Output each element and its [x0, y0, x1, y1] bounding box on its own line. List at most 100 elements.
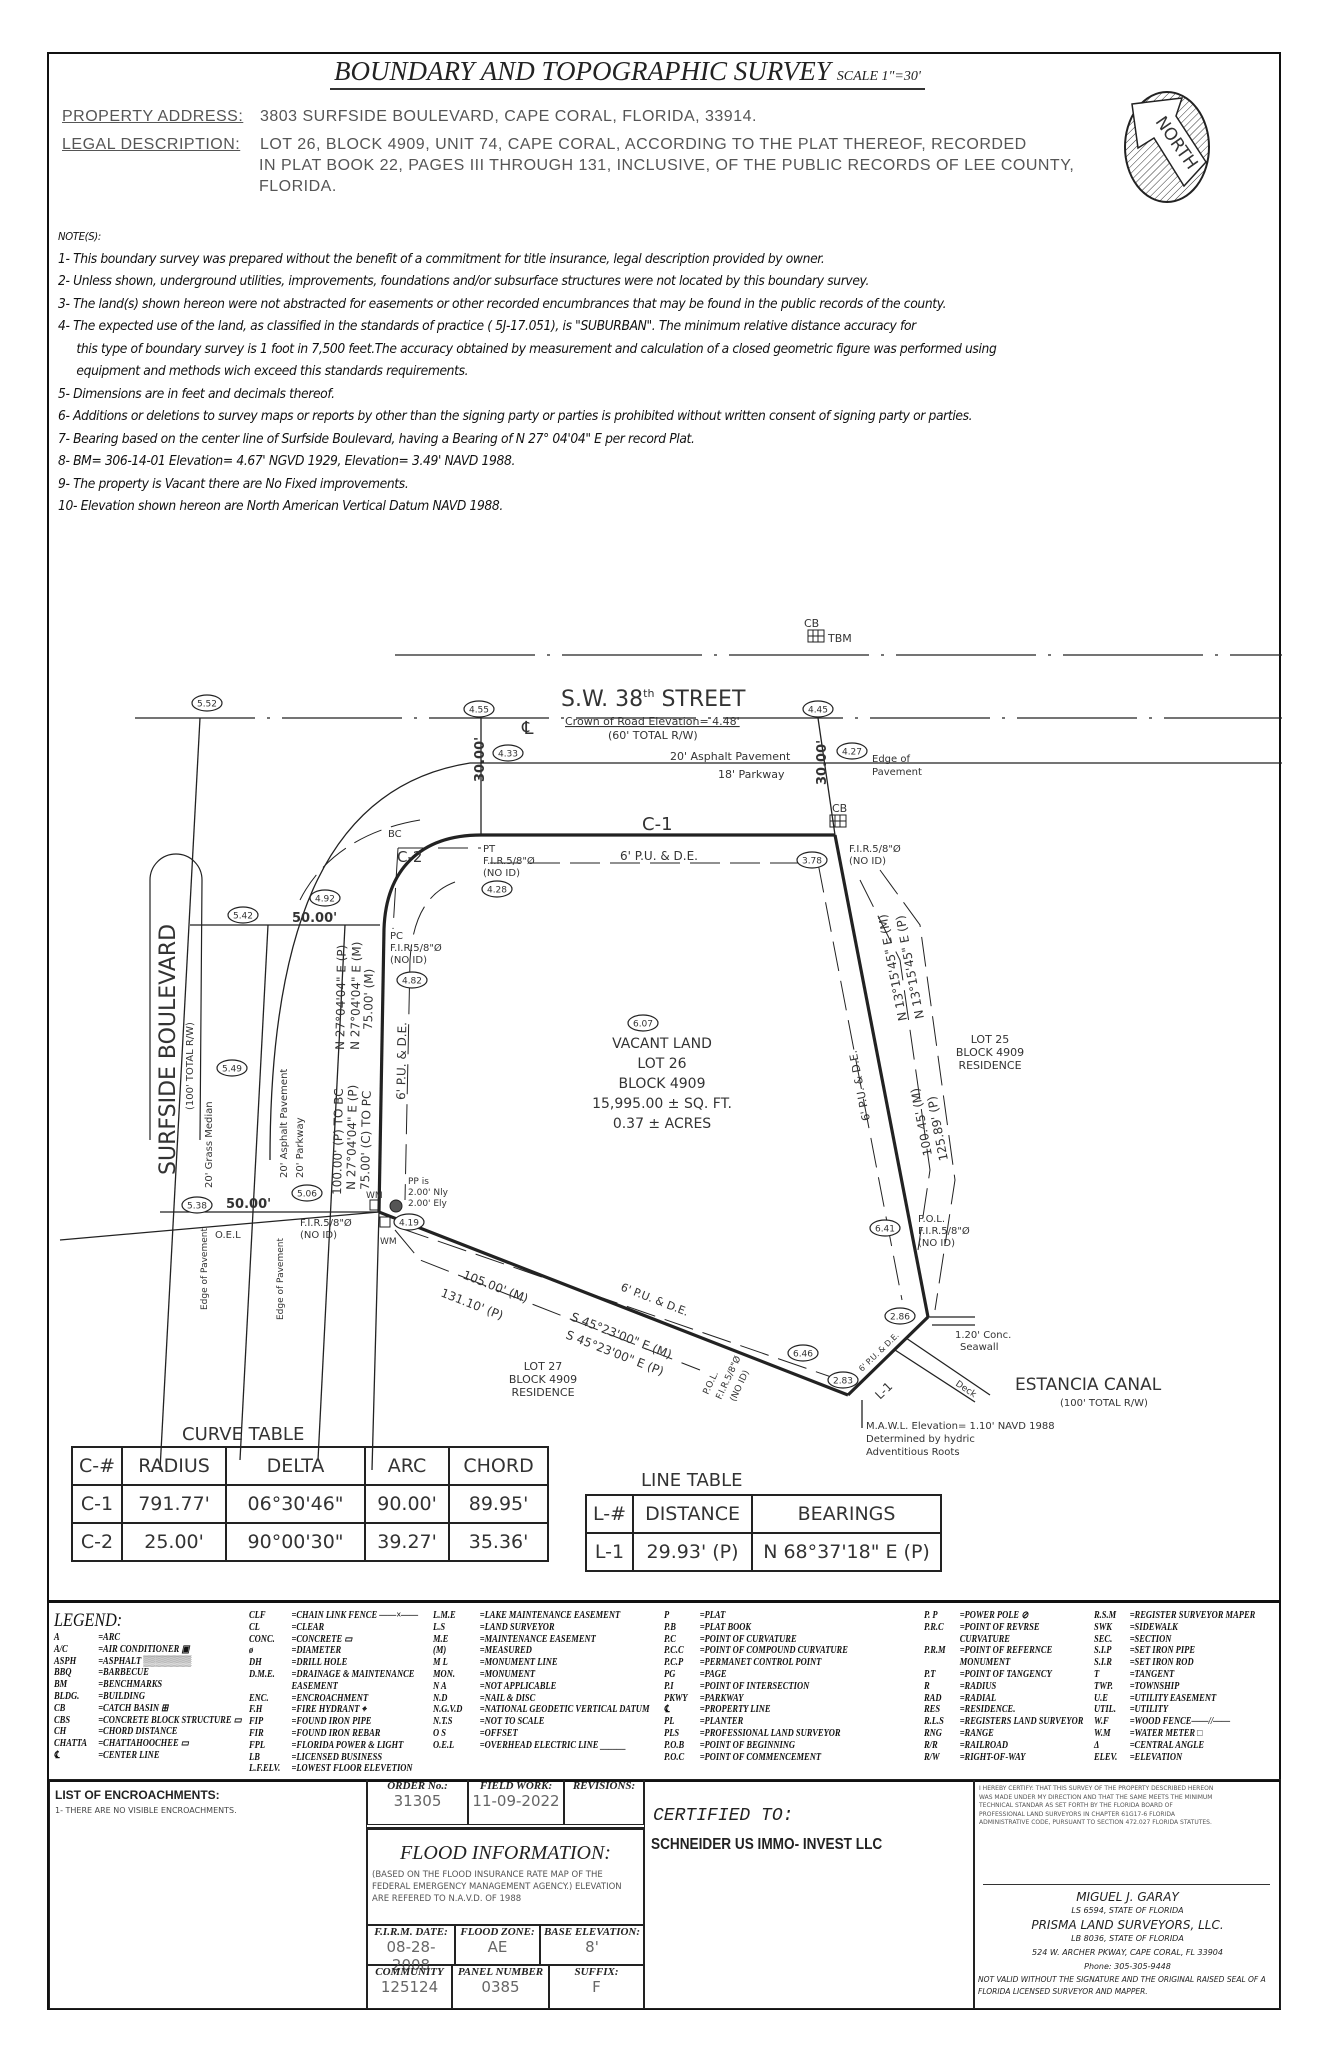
legend-item: U.E=UTILITY EASEMENT [1094, 1693, 1274, 1705]
legend-item: SWK=SIDEWALK [1094, 1622, 1274, 1634]
fir-label: F.I.R.5/8"Ø [483, 855, 535, 867]
water-meter-icon [369, 1199, 381, 1211]
legend-definition: =PLAT BOOK [699, 1621, 752, 1633]
legend-definition: =TOWNSHIP [1129, 1680, 1180, 1692]
legend-item: CONC.=CONCRETE ▭ [249, 1634, 429, 1646]
legend-abbreviation: RNG [924, 1727, 942, 1739]
legend-abbreviation: O.E.L [433, 1739, 455, 1751]
legend-abbreviation: P. P [924, 1610, 938, 1621]
legend-item: P.O.B=POINT OF BEGINNING [664, 1740, 919, 1752]
easement-label: 6' P.U. & D.E. [394, 1022, 409, 1100]
lot25-label: RESIDENCE [958, 1059, 1021, 1072]
seawall-label: 1.20' Conc. [955, 1330, 1011, 1341]
table-cell: C-1 [70, 1484, 124, 1524]
legend-definition: =POWER POLE ⊘ [959, 1610, 1029, 1621]
canal-label: ESTANCIA CANAL [1015, 1375, 1162, 1395]
west-bearing-plat: N 27°04'04" E (P) [333, 945, 349, 1050]
legend-definition: =NOT APPLICABLE [479, 1680, 557, 1692]
revisions-label: REVISIONS: [572, 1780, 636, 1792]
elevation-value: 5.52 [197, 700, 217, 710]
surfside-rw-label: (100' TOTAL R/W) [185, 1022, 196, 1110]
legend-abbreviation: A/C [54, 1643, 68, 1655]
survey-sheet-frame [47, 52, 1281, 2010]
flood-information-panel: FLOOD INFORMATION: (BASED ON THE FLOOD I… [367, 1827, 644, 1925]
legend-abbreviation: CBS [54, 1714, 71, 1726]
note-line: 4- The expected use of the land, as clas… [58, 319, 916, 334]
legend-definition: =MONUMENT [479, 1668, 536, 1680]
legend-item: CH=CHORD DISTANCE [54, 1726, 249, 1738]
legend-definition: =PLAT [699, 1610, 726, 1621]
elevation-ellipse [787, 1344, 819, 1362]
legend-item: SEC.=SECTION [1094, 1634, 1274, 1646]
legend-definition: =POINT OF COMMENCEMENT [699, 1751, 822, 1763]
legend-item: BM=BENCHMARKS [54, 1679, 249, 1691]
spot-elevation: 5.42 [227, 906, 259, 924]
legend-abbreviation: FIP [249, 1716, 264, 1728]
legend-item: A/C=AIR CONDITIONER ▣ [54, 1644, 249, 1656]
spot-elevation: 5.38 [181, 1196, 213, 1214]
mawl-label: Determined by hydric [866, 1434, 975, 1445]
flood-zone-cell: FLOOD ZONE:AE [455, 1925, 540, 1965]
signature-line [983, 1884, 1270, 1885]
certified-label: CERTIFIED TO: [653, 1806, 794, 1826]
dim-30-left: 30.00' [473, 737, 488, 782]
legend-item: CHATTA=CHATTAHOOCHEE ▭ [54, 1738, 249, 1750]
table-header-row: L-# DISTANCE BEARINGS [584, 1494, 943, 1534]
legend-definition: =WOOD FENCE——//—— [1129, 1716, 1231, 1728]
oel-label: O.E.L [215, 1230, 241, 1241]
elevation-ellipse [393, 1213, 425, 1231]
legend-definition: =PROPERTY LINE [699, 1704, 771, 1716]
fir-label: F.I.R.5/8"Ø [849, 843, 901, 855]
legend-abbreviation: P.I [664, 1680, 674, 1692]
company-name: PRISMA LAND SURVEYORS, LLC. [1031, 1918, 1224, 1932]
table-cell: 90.00' [364, 1484, 451, 1524]
legend-definition: =PAGE [699, 1668, 727, 1680]
asphalt-label: 20' Asphalt Pavement [670, 750, 791, 763]
order-number-label: ORDER No.: [387, 1780, 448, 1792]
table-cell: 06°30'46" [225, 1484, 367, 1524]
grass-median-label: 20' Grass Median [204, 1101, 215, 1188]
legend-definition: =RAILROAD [959, 1739, 1009, 1751]
legend-item: P.C=POINT OF CURVATURE [664, 1634, 919, 1646]
legend-definition: =LICENSED BUSINESS [291, 1751, 383, 1763]
elevation-ellipse [884, 1307, 916, 1325]
legend-item: MON.=MONUMENT [433, 1669, 661, 1681]
elevation-value: 4.27 [842, 748, 862, 758]
table-cell: 90°00'30" [225, 1522, 367, 1562]
legend-title: LEGEND: [54, 1610, 123, 1631]
elevation-ellipse [191, 694, 223, 712]
legend-item: L.S=LAND SURVEYOR [433, 1622, 661, 1634]
legend-abbreviation: BM [54, 1679, 68, 1691]
power-pole-note: 2.00' Nly [408, 1188, 449, 1198]
legend-item: P.C.P=PERMANET CONTROL POINT [664, 1657, 919, 1669]
legend-definition: =LOWEST FLOOR ELEVETION [291, 1763, 413, 1775]
surveyor-name: MIGUEL J. GARAY [1076, 1890, 1179, 1904]
table-header-row: C-# RADIUS DELTA ARC CHORD [70, 1446, 550, 1486]
legend-abbreviation: CH [54, 1726, 67, 1738]
spot-elevation: 5.49 [216, 1059, 248, 1077]
legend-definition: =PARKWAY [699, 1692, 744, 1704]
legal-description: LEGAL DESCRIPTION: LOT 26, BLOCK 4909, U… [62, 134, 1074, 197]
legend-definition: =CATCH BASIN ⊞ [98, 1702, 169, 1714]
edge-pavement-label: Edge of [872, 754, 910, 765]
column-header: ARC [364, 1446, 451, 1486]
legend-definition: =NOT TO SCALE [479, 1716, 545, 1728]
spot-elevation: 4.45 [802, 700, 834, 718]
elevation-value: 2.83 [833, 1377, 853, 1387]
elevation-value: 3.78 [802, 857, 822, 867]
legend-abbreviation: R.L.S [924, 1716, 944, 1728]
legend-item: P.C.C=POINT OF COMPOUND CURVATURE [664, 1645, 919, 1657]
field-work-label: FIELD WORK: [479, 1780, 553, 1792]
legend-abbreviation: PG [664, 1668, 676, 1680]
company-phone: Phone: 305-305-9448 [1084, 1962, 1171, 1971]
elevation-value: 5.42 [233, 912, 253, 922]
legend-abbreviation: CHATTA [54, 1738, 88, 1750]
order-number-value: 31305 [393, 1792, 442, 1810]
dim-50-bottom: 50.00' [226, 1197, 271, 1212]
column-header: CHORD [448, 1446, 550, 1486]
